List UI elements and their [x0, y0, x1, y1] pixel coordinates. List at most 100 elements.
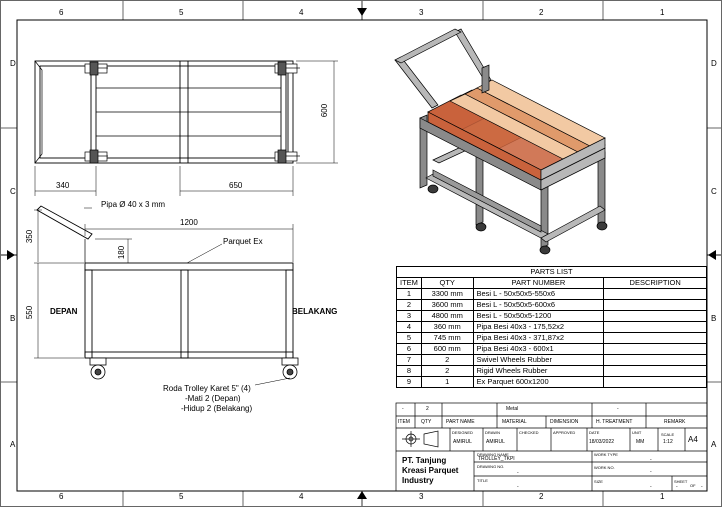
- zone-row-label: A: [711, 440, 717, 449]
- part-number-cell: Besi L - 50x50x5-600x6: [472, 299, 605, 311]
- top-view: [34, 60, 338, 196]
- sheet-of: OF: [690, 483, 696, 488]
- col-dimension: DIMENSION: [550, 419, 579, 425]
- sheet-size: A4: [688, 435, 698, 444]
- unit-value: MM: [636, 439, 645, 445]
- side-view: [34, 205, 299, 386]
- designed-value: AMIRUL: [453, 439, 472, 445]
- zone-col-label: 2: [539, 8, 544, 17]
- size-no-value: -: [650, 484, 652, 490]
- front-side-label: DEPAN: [50, 307, 78, 316]
- parts-list-title: PARTS LIST: [396, 266, 707, 278]
- zone-col-label: 6: [59, 8, 64, 17]
- zone-row-label: D: [711, 59, 717, 68]
- zone-row-label: C: [711, 187, 717, 196]
- qty-cell: 4800 mm: [420, 310, 474, 322]
- description-cell: [603, 310, 707, 322]
- work-type-label: WORK TYPE: [594, 452, 618, 457]
- wheel-note-line: -Hidup 2 (Belakang): [181, 404, 253, 413]
- company-name: PT. Tanjung Kreasi Parquet Industry: [402, 456, 458, 486]
- rev-treatment: -: [617, 406, 619, 412]
- zone-row-label: A: [10, 440, 16, 449]
- wheel-note-line: -Mati 2 (Depan): [185, 394, 241, 403]
- date-label: DATE: [589, 430, 600, 435]
- header-cell: ITEM: [396, 277, 422, 289]
- zone-col-label: 1: [660, 492, 665, 501]
- rev-material: Metal: [506, 406, 519, 412]
- description-cell: [603, 376, 707, 388]
- zone-col-label: 4: [299, 492, 304, 501]
- qty-cell: 745 mm: [420, 332, 474, 344]
- dim-frame-height: 550: [25, 305, 35, 320]
- dim-length: 1200: [180, 218, 198, 227]
- drawing-name-value: TROLLEY_TKPI: [478, 456, 515, 462]
- part-number-cell: Rigid Wheels Rubber: [472, 365, 605, 377]
- description-cell: [603, 288, 707, 300]
- title-label: TITLE: [477, 478, 488, 483]
- dim-width-right: 650: [229, 181, 243, 190]
- pipe-label: Pipa Ø 40 x 3 mm: [101, 200, 166, 209]
- zone-col-label: 6: [59, 492, 64, 501]
- description-cell: [603, 332, 707, 344]
- zone-col-label: 5: [179, 492, 184, 501]
- item-cell: 4: [396, 321, 422, 333]
- qty-cell: 600 mm: [420, 343, 474, 355]
- work-type-value: -: [650, 457, 652, 463]
- drawn-value: AMIRUL: [486, 439, 505, 445]
- part-number-cell: Pipa Besi 40x3 - 371,87x2: [472, 332, 605, 344]
- drawing-no-value: -: [517, 470, 519, 476]
- item-cell: 2: [396, 299, 422, 311]
- zone-row-label: B: [10, 314, 16, 323]
- parquet-label: Parquet Ex: [223, 237, 263, 246]
- header-cell: DESCRIPTION: [603, 277, 707, 289]
- zone-row-label: B: [711, 314, 717, 323]
- title-block-grid: [395, 402, 708, 492]
- header-cell: QTY: [420, 277, 474, 289]
- checked-label: CHECKED: [519, 430, 539, 435]
- item-cell: 7: [396, 354, 422, 366]
- dim-handle-inner: 180: [117, 245, 127, 260]
- item-cell: 8: [396, 365, 422, 377]
- col-treatment: H. TREATMENT: [596, 419, 633, 425]
- part-number-cell: Pipa Besi 40x3 - 175,52x2: [472, 321, 605, 333]
- col-part-name: PART NAME: [446, 419, 475, 425]
- scale-label: SCALE: [661, 432, 675, 437]
- col-qty: QTY: [421, 419, 432, 425]
- item-cell: 3: [396, 310, 422, 322]
- zone-col-label: 5: [179, 8, 184, 17]
- item-cell: 9: [396, 376, 422, 388]
- qty-cell: 3300 mm: [420, 288, 474, 300]
- drawn-label: DRAWN: [485, 430, 500, 435]
- size-label: SIZE: [594, 479, 603, 484]
- date-value: 18/03/2022: [589, 439, 615, 445]
- item-cell: 1: [396, 288, 422, 300]
- sheet-value: -: [676, 484, 678, 490]
- description-cell: [603, 299, 707, 311]
- dim-handle: 350: [25, 229, 35, 244]
- rear-side-label: BELAKANG: [292, 307, 338, 316]
- wheel-note-line: Roda Trolley Karet 5" (4): [163, 384, 251, 393]
- part-number-cell: Pipa Besi 40x3 - 600x1: [472, 343, 605, 355]
- title-value: -: [517, 484, 519, 490]
- work-no-label: WORK NO.: [594, 465, 615, 470]
- description-cell: [603, 365, 707, 377]
- work-no-value: -: [650, 469, 652, 475]
- parts-list-header: ITEM QTY PART NUMBER DESCRIPTION: [396, 277, 707, 289]
- dim-height: 600: [320, 103, 330, 118]
- description-cell: [603, 321, 707, 333]
- part-number-cell: Besi L - 50x50x5-1200: [472, 310, 605, 322]
- rev-qty: 2: [426, 406, 429, 412]
- zone-col-label: 3: [419, 492, 424, 501]
- item-cell: 6: [396, 343, 422, 355]
- sheet-label: SHEET: [674, 479, 688, 484]
- unit-label: UNIT: [632, 430, 642, 435]
- parts-list-table: PARTS LIST ITEM QTY PART NUMBER DESCRIPT…: [396, 266, 707, 388]
